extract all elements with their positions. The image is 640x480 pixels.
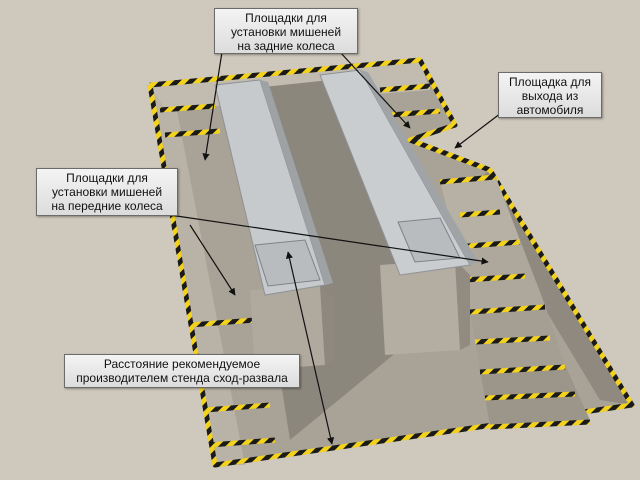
callout-line: на передние колеса	[51, 199, 163, 213]
lift-runways	[214, 69, 478, 296]
callout-distance: Расстояние рекомендуемое производителем …	[64, 354, 300, 388]
callout-exit-area: Площадка для выхода из автомобиля	[498, 72, 602, 118]
callout-line: Расстояние рекомендуемое	[103, 357, 261, 371]
callout-line: установки мишеней	[51, 185, 163, 199]
callout-line: автомобиля	[516, 103, 584, 117]
callout-rear-pads: Площадки для установки мишеней на задние…	[214, 8, 358, 54]
callout-line: Площадка для	[508, 75, 591, 89]
callout-line: производителем стенда сход-развала	[76, 371, 288, 385]
callout-line: Площадки для	[66, 171, 148, 185]
leader-lines	[169, 51, 506, 445]
front-right-target-pad	[380, 260, 470, 355]
callout-front-pads: Площадки для установки мишеней на передн…	[36, 168, 178, 216]
exit-stairs	[439, 174, 591, 430]
callout-line: выхода из	[521, 89, 579, 103]
callout-line: Площадки для	[245, 11, 327, 25]
back-ledges	[159, 83, 441, 448]
callout-line: установки мишеней	[230, 25, 342, 39]
pit-rim-hazard-edge	[147, 57, 635, 468]
callout-line: на задние колеса	[237, 39, 335, 53]
